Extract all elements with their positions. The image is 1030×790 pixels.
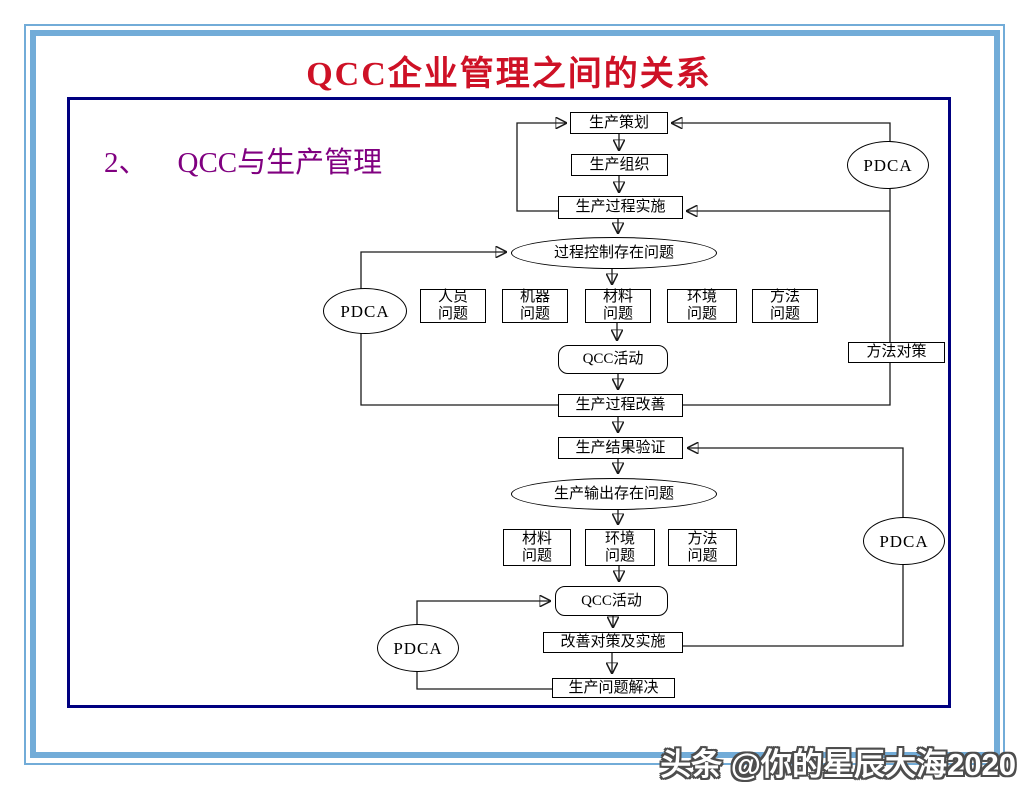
flow-node-label: 问题 [604, 547, 635, 564]
flow-node-label: 方法对策 [866, 344, 927, 360]
flow-node-label: 问题 [686, 306, 717, 322]
flow-node-machine-problem: 机器 问题 [502, 289, 568, 323]
flow-node-label: 问题 [519, 306, 550, 322]
flow-node-environment-problem-1: 环境 问题 [667, 289, 737, 323]
flow-node-label: 问题 [602, 306, 633, 322]
pdca-ellipse-bottom-right: PDCA [863, 517, 945, 565]
flow-node-production-organization: 生产组织 [571, 154, 668, 176]
flow-node-material-problem-2: 材料 问题 [503, 529, 571, 566]
flow-node-method-problem-1: 方法 问题 [752, 289, 818, 323]
flow-node-production-process-implementation: 生产过程实施 [558, 196, 683, 219]
flow-node-material-problem-1: 材料 问题 [585, 289, 651, 323]
slide-title: QCC企业管理之间的关系 [306, 56, 712, 93]
flow-node-label: 过程控制存在问题 [553, 244, 674, 261]
pdca-label: PDCA [393, 638, 443, 658]
flow-node-label: 方法 [769, 289, 800, 305]
section-number: 2、 [104, 147, 148, 179]
flow-node-label: 问题 [769, 306, 800, 322]
pdca-ellipse-top-right: PDCA [847, 141, 929, 189]
flow-node-label: 方法 [687, 530, 718, 547]
flow-node-label: 改善对策及实施 [560, 634, 666, 650]
flow-node-label: 环境 [686, 289, 717, 305]
flow-node-production-process-improvement: 生产过程改善 [558, 394, 683, 417]
flow-node-qcc-activity-1: QCC活动 [558, 345, 668, 374]
flow-node-label: 问题 [687, 547, 718, 564]
flow-node-label: 生产策划 [588, 114, 649, 131]
content-border [67, 97, 951, 708]
section-title: QCC与生产管理 [177, 147, 383, 179]
flow-node-label: QCC活动 [581, 592, 642, 609]
flow-node-method-countermeasure: 方法对策 [848, 342, 945, 363]
flow-node-label: 生产过程实施 [575, 199, 666, 215]
inner-frame [30, 30, 1000, 758]
flow-node-method-problem-2: 方法 问题 [668, 529, 737, 566]
flow-node-label: 生产过程改善 [575, 397, 666, 413]
flow-node-label: 人员 [437, 289, 468, 305]
pdca-label: PDCA [879, 531, 929, 551]
outer-frame [24, 24, 1005, 765]
flow-node-label: QCC活动 [582, 351, 644, 367]
pdca-label: PDCA [340, 301, 390, 321]
flow-node-production-problem-solved: 生产问题解决 [552, 678, 675, 698]
flow-ellipse-process-control-problem: 过程控制存在问题 [511, 237, 717, 269]
section-heading: 2、 QCC与生产管理 [104, 139, 382, 181]
pdca-ellipse-middle-left: PDCA [323, 288, 407, 334]
flow-node-label: 材料 [602, 289, 633, 305]
pdca-ellipse-bottom-left: PDCA [377, 624, 459, 672]
flow-node-production-planning: 生产策划 [570, 112, 668, 134]
watermark: 头条 @你的星辰大海2020 [660, 747, 1016, 782]
flow-node-production-result-verification: 生产结果验证 [558, 437, 683, 459]
flow-node-label: 环境 [604, 530, 635, 547]
pdca-label: PDCA [863, 155, 913, 175]
flow-node-label: 生产结果验证 [575, 439, 666, 456]
flow-node-label: 机器 [519, 289, 550, 305]
flow-node-improvement-countermeasure-implementation: 改善对策及实施 [543, 632, 683, 653]
flow-node-label: 材料 [521, 530, 552, 547]
flow-node-label: 生产组织 [589, 156, 650, 173]
flow-ellipse-production-output-problem: 生产输出存在问题 [511, 478, 717, 510]
flow-node-label: 生产问题解决 [568, 679, 659, 696]
flow-node-label: 问题 [437, 306, 468, 322]
flow-node-qcc-activity-2: QCC活动 [555, 586, 668, 616]
flow-node-environment-problem-2: 环境 问题 [585, 529, 655, 566]
flow-node-personnel-problem: 人员 问题 [420, 289, 486, 323]
flow-node-label: 问题 [521, 547, 552, 564]
flow-node-label: 生产输出存在问题 [553, 485, 674, 502]
